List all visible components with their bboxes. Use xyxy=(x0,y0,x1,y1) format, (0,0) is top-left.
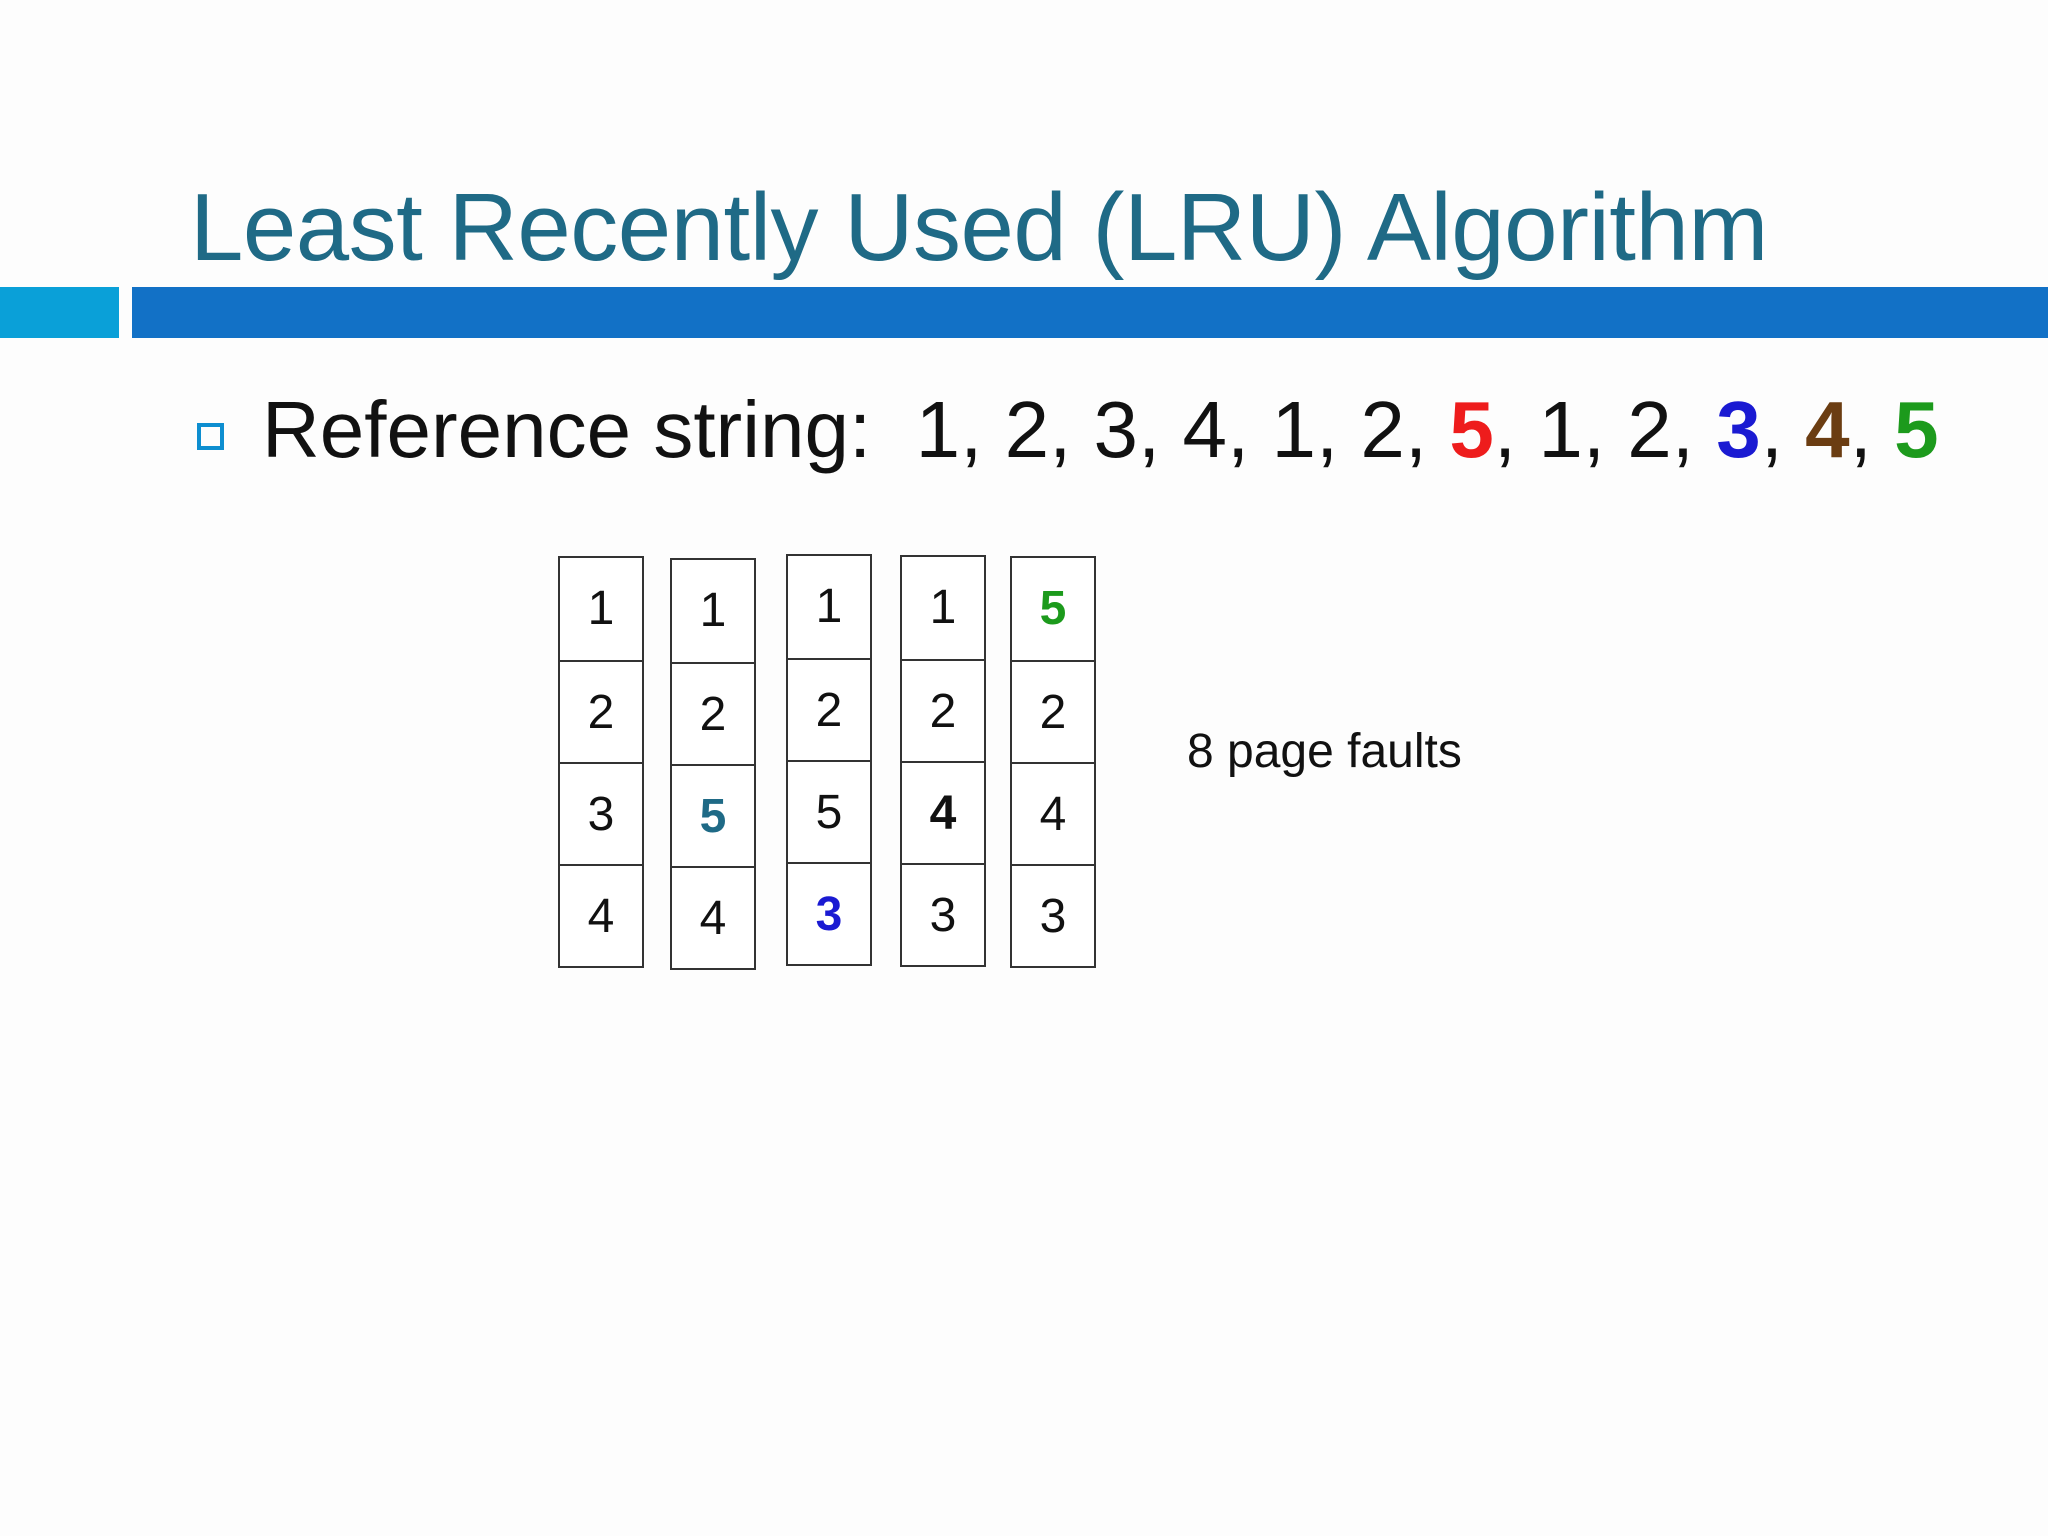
reference-separator: , xyxy=(1315,385,1361,474)
reference-separator: , xyxy=(1671,385,1717,474)
reference-value: 2 xyxy=(1360,385,1405,474)
frame-cell: 5 xyxy=(1039,582,1067,635)
reference-separator: , xyxy=(1404,385,1450,474)
reference-value: 5 xyxy=(1449,385,1494,474)
reference-value: 3 xyxy=(1716,385,1761,474)
frame-cell: 3 xyxy=(902,863,984,965)
reference-value: 1 xyxy=(1271,385,1316,474)
reference-value: 4 xyxy=(1805,385,1850,474)
frame-cell: 4 xyxy=(560,864,642,966)
frame-cell: 1 xyxy=(929,581,957,634)
frame-cell: 3 xyxy=(1012,864,1094,966)
frame-cell: 2 xyxy=(560,660,642,762)
reference-value: 4 xyxy=(1182,385,1228,474)
reference-string-values: 1, 2, 3, 4, 1, 2, 5, 1, 2, 3, 4, 5 xyxy=(916,385,1939,474)
frame-cell: 4 xyxy=(672,866,754,968)
reference-separator: , xyxy=(1049,385,1094,474)
reference-separator: , xyxy=(960,385,1005,474)
reference-string-line: Reference string: 1, 2, 3, 4, 1, 2, 5, 1… xyxy=(262,380,1939,480)
reference-separator: , xyxy=(1849,385,1895,474)
reference-separator: , xyxy=(1138,385,1183,474)
reference-value: 1 xyxy=(1538,385,1583,474)
frame-cell: 4 xyxy=(1012,762,1094,864)
reference-separator: , xyxy=(1582,385,1628,474)
reference-value: 5 xyxy=(1894,385,1939,474)
frame-cell: 2 xyxy=(902,659,984,761)
title-rule-accent xyxy=(0,287,119,338)
reference-value: 2 xyxy=(1627,385,1672,474)
frame-cell: 1 xyxy=(587,582,615,635)
frame-cell: 3 xyxy=(788,862,870,964)
reference-separator: , xyxy=(1493,385,1539,474)
frame-cell: 5 xyxy=(672,764,754,866)
bullet-square-icon xyxy=(197,423,224,450)
reference-separator: , xyxy=(1760,385,1806,474)
reference-separator: , xyxy=(1227,385,1272,474)
page-faults-count: 8 page faults xyxy=(1187,725,1462,778)
title-rule xyxy=(132,287,2048,338)
reference-value: 2 xyxy=(1004,385,1050,474)
frame-cell: 2 xyxy=(672,662,754,764)
reference-value: 1 xyxy=(915,385,961,474)
frame-cell: 2 xyxy=(1012,660,1094,762)
frame-cell: 2 xyxy=(788,658,870,760)
frame-cell: 1 xyxy=(815,580,843,633)
frame-cell: 4 xyxy=(902,761,984,863)
frame-cell: 1 xyxy=(699,584,727,637)
frame-cell: 3 xyxy=(560,762,642,864)
slide-title: Least Recently Used (LRU) Algorithm xyxy=(190,174,1768,281)
reference-string-label: Reference string: xyxy=(262,385,872,474)
frame-cell: 5 xyxy=(788,760,870,862)
reference-value: 3 xyxy=(1093,385,1139,474)
